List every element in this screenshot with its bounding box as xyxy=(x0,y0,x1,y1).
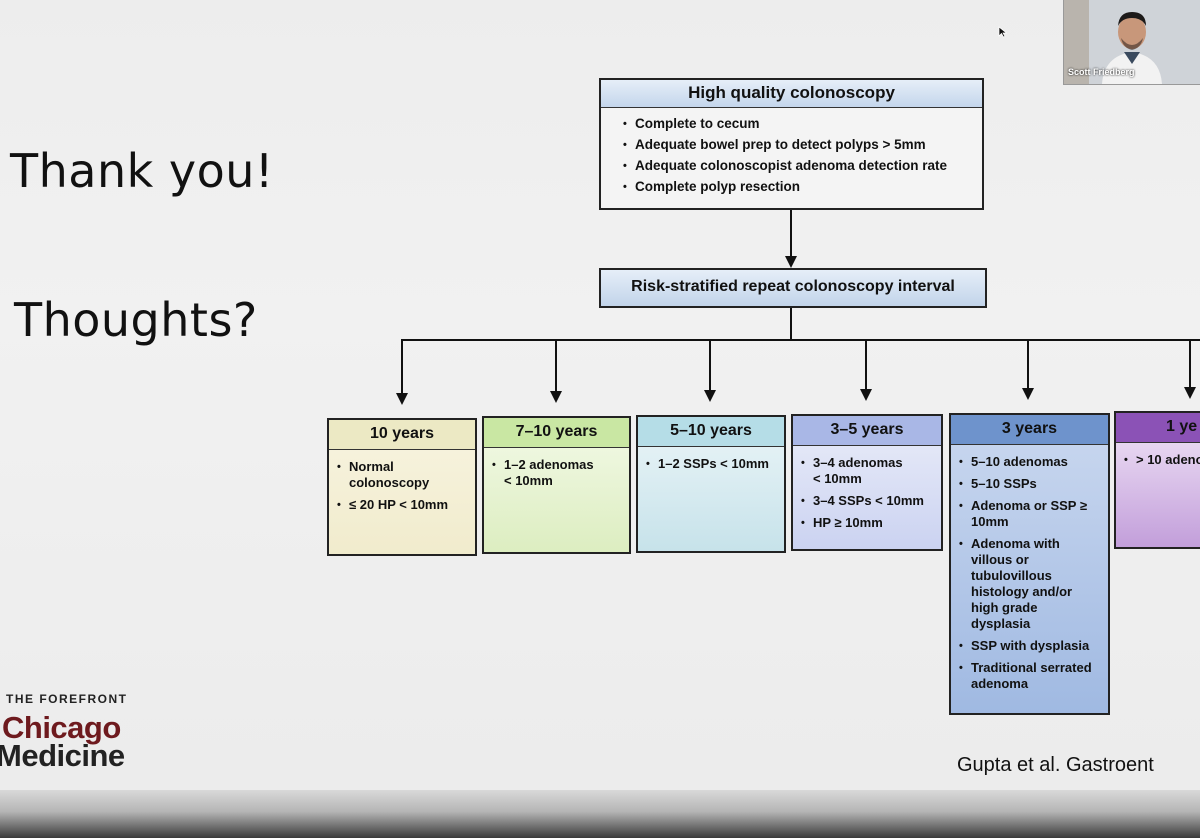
list-item: Adequate colonoscopist adenoma detection… xyxy=(619,158,972,174)
list-item: 3–4 adenomas < 10mm xyxy=(797,455,913,487)
criteria-list: Normal colonoscopy ≤ 20 HP < 10mm xyxy=(333,459,467,513)
box-risk-stratified-interval: Risk-stratified repeat colonoscopy inter… xyxy=(599,268,987,308)
box-title: 3–5 years xyxy=(793,416,941,446)
box-title: 1 ye xyxy=(1116,413,1200,443)
criteria-list: > 10 adeno xyxy=(1120,452,1200,468)
list-item: Adenoma with villous or tubulovillous hi… xyxy=(955,536,1096,632)
criteria-list: 1–2 SSPs < 10mm xyxy=(642,456,776,472)
connector-col-5 xyxy=(1027,339,1029,389)
list-item: Complete polyp resection xyxy=(619,179,972,195)
connector-middle-stem xyxy=(790,308,792,340)
presentation-slide: Thank you! Thoughts? High quality colono… xyxy=(0,0,1200,790)
list-item: Adenoma or SSP ≥ 10mm xyxy=(955,498,1091,530)
criteria-list: 3–4 adenomas < 10mm 3–4 SSPs < 10mm HP ≥… xyxy=(797,455,933,531)
box-interval-1-year: 1 ye > 10 adeno xyxy=(1114,411,1200,549)
box-interval-3-years: 3 years 5–10 adenomas 5–10 SSPs Adenoma … xyxy=(949,413,1110,715)
slide-heading-thank-you: Thank you! xyxy=(10,144,274,198)
list-item: ≤ 20 HP < 10mm xyxy=(333,497,467,513)
list-item: SSP with dysplasia xyxy=(955,638,1100,654)
list-item: 5–10 adenomas xyxy=(955,454,1100,470)
list-item: Complete to cecum xyxy=(619,116,972,132)
criteria-list: Complete to cecum Adequate bowel prep to… xyxy=(601,108,982,195)
slide-heading-thoughts: Thoughts? xyxy=(14,293,258,347)
connector-top-to-middle xyxy=(790,210,792,258)
criteria-list: 5–10 adenomas 5–10 SSPs Adenoma or SSP ≥… xyxy=(955,454,1100,692)
box-interval-7-10-years: 7–10 years 1–2 adenomas < 10mm xyxy=(482,416,631,554)
box-interval-10-years: 10 years Normal colonoscopy ≤ 20 HP < 10… xyxy=(327,418,477,556)
mouse-cursor-icon xyxy=(998,26,1008,38)
logo-word-medicine: Medicine xyxy=(0,738,125,773)
arrow-col-3 xyxy=(704,390,716,402)
box-title: 3 years xyxy=(951,415,1108,445)
arrow-col-5 xyxy=(1022,388,1034,400)
list-item: 1–2 SSPs < 10mm xyxy=(642,456,776,472)
connector-col-1 xyxy=(401,339,403,394)
criteria-list: 1–2 adenomas < 10mm xyxy=(488,457,621,489)
box-title: Risk-stratified repeat colonoscopy inter… xyxy=(631,278,955,295)
box-interval-5-10-years: 5–10 years 1–2 SSPs < 10mm xyxy=(636,415,786,553)
participant-name-label: Scott Friedberg xyxy=(1068,67,1135,77)
list-item: Normal colonoscopy xyxy=(333,459,429,491)
list-item: HP ≥ 10mm xyxy=(797,515,933,531)
box-title: 5–10 years xyxy=(638,417,784,447)
box-title: High quality colonoscopy xyxy=(601,80,982,108)
arrow-to-middle xyxy=(785,256,797,268)
box-title: 7–10 years xyxy=(484,418,629,448)
connector-horizontal-bar xyxy=(401,339,1200,341)
list-item: Adequate bowel prep to detect polyps > 5… xyxy=(619,137,972,153)
arrow-col-6 xyxy=(1184,387,1196,399)
arrow-col-2 xyxy=(550,391,562,403)
logo-tagline: THE FOREFRONT xyxy=(6,692,128,706)
list-item: > 10 adeno xyxy=(1120,452,1200,468)
list-item: 1–2 adenomas < 10mm xyxy=(488,457,599,489)
arrow-col-4 xyxy=(860,389,872,401)
connector-col-3 xyxy=(709,339,711,391)
list-item: 5–10 SSPs xyxy=(955,476,1100,492)
connector-col-4 xyxy=(865,339,867,390)
box-interval-3-5-years: 3–5 years 3–4 adenomas < 10mm 3–4 SSPs <… xyxy=(791,414,943,551)
monitor-bezel xyxy=(0,790,1200,838)
participant-avatar-icon xyxy=(1064,0,1200,84)
box-title: 10 years xyxy=(329,420,475,450)
list-item: Traditional serrated adenoma xyxy=(955,660,1101,692)
participant-video-tile[interactable]: Scott Friedberg xyxy=(1063,0,1200,85)
arrow-col-1 xyxy=(396,393,408,405)
citation: Gupta et al. Gastroent xyxy=(957,754,1154,776)
list-item: 3–4 SSPs < 10mm xyxy=(797,493,933,509)
logo-word-chicago: Chicago xyxy=(2,710,121,745)
box-high-quality-colonoscopy: High quality colonoscopy Complete to cec… xyxy=(599,78,984,210)
connector-col-2 xyxy=(555,339,557,392)
connector-col-6 xyxy=(1189,339,1191,388)
